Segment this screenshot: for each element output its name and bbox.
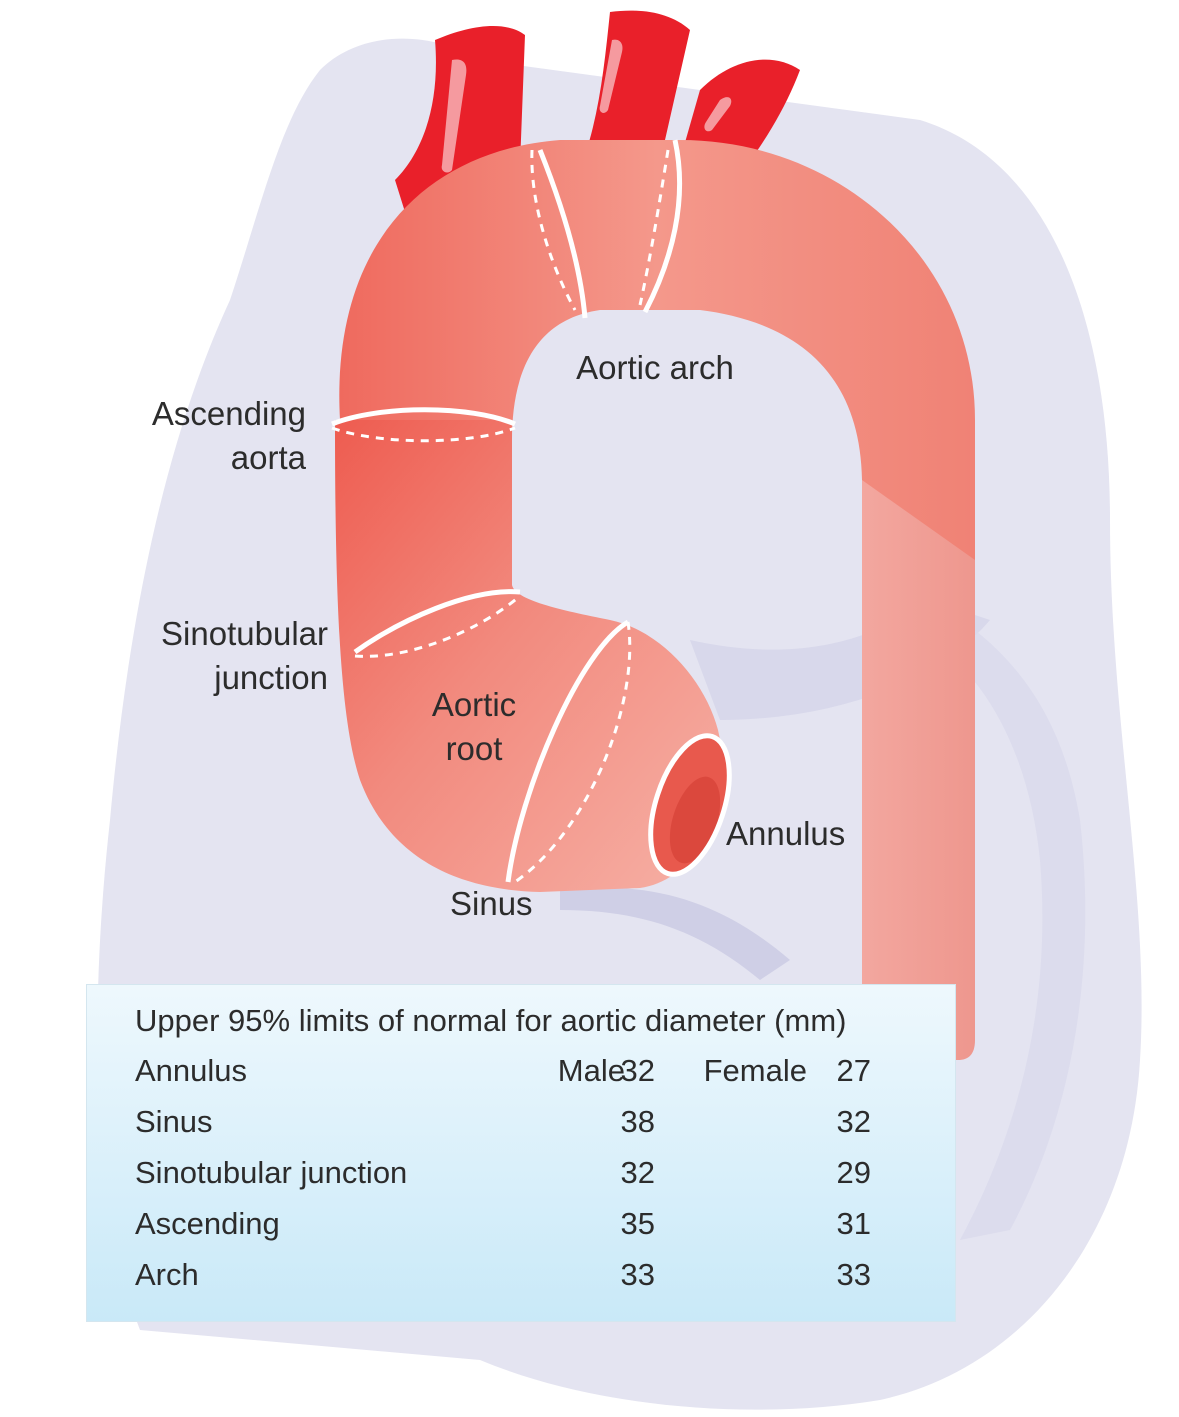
ascending-ring-front (331, 407, 516, 427)
ascending-ring-back (331, 426, 516, 443)
label-root-line1: Aortic (431, 686, 517, 723)
label-aortic-root: Aortic root (414, 683, 534, 771)
row-name: Sinotubular junction (135, 1155, 408, 1190)
normal-limits-table: Upper 95% limits of normal for aortic di… (86, 984, 956, 1322)
female-value: 33 (836, 1257, 871, 1292)
annulus-ring (648, 733, 732, 877)
vessel-highlight (704, 97, 732, 132)
row-name: Annulus (135, 1053, 248, 1088)
male-value: 32 (620, 1155, 655, 1190)
label-sinus: Sinus (450, 882, 533, 926)
male-value: 32 (620, 1053, 655, 1088)
label-annulus: Annulus (726, 812, 845, 856)
male-value: 33 (620, 1257, 655, 1292)
label-aortic-arch-text: Aortic arch (576, 349, 734, 386)
label-aortic-arch: Aortic arch (560, 346, 750, 390)
table-row: Sinus 38 32 (87, 1104, 955, 1148)
male-value: 38 (620, 1104, 655, 1139)
arch-boundary-2 (642, 139, 683, 314)
arch-boundary-1 (537, 149, 588, 319)
male-label: Male (557, 1053, 625, 1088)
female-value: 31 (836, 1206, 871, 1241)
sinus-ring-back (514, 621, 632, 884)
row-name: Arch (135, 1257, 199, 1292)
label-ascending-line2: aorta (230, 439, 306, 476)
table-row: Ascending 35 31 (87, 1206, 955, 1250)
descending-aorta (862, 420, 975, 1060)
row-name: Ascending (135, 1206, 280, 1241)
label-ascending-aorta: Ascending aorta (100, 392, 306, 480)
table-row: Arch 33 33 (87, 1257, 955, 1301)
arch-boundary-2-dashed (638, 149, 670, 306)
label-ascending-line1: Ascending (151, 395, 306, 432)
label-root-line2: root (445, 730, 503, 767)
arch-boundary-1-dashed (530, 149, 577, 311)
vessel-highlight (441, 59, 467, 173)
vessel-highlight (599, 39, 623, 113)
female-value: 32 (836, 1104, 871, 1139)
label-sinus-text: Sinus (450, 885, 533, 922)
ascending-aorta-body (335, 420, 723, 892)
label-sinotubular-junction: Sinotubular junction (100, 612, 328, 700)
table-row: Annulus Male 32 Female 27 (87, 1053, 955, 1097)
table-title: Upper 95% limits of normal for aortic di… (135, 1003, 847, 1038)
stj-ring-back (354, 594, 521, 658)
table-row: Sinotubular junction 32 29 (87, 1155, 955, 1199)
left-atrium-outline (930, 600, 1086, 1240)
row-name: Sinus (135, 1104, 213, 1139)
sinus-ring-front (505, 619, 630, 883)
lower-vessel (560, 887, 790, 980)
female-value: 29 (836, 1155, 871, 1190)
male-value: 35 (620, 1206, 655, 1241)
stj-ring-front (353, 589, 521, 655)
label-stj-line2: junction (214, 659, 328, 696)
female-value: 27 (836, 1053, 871, 1088)
label-stj-line1: Sinotubular (161, 615, 328, 652)
label-annulus-text: Annulus (726, 815, 846, 852)
boundary-lines (331, 139, 732, 884)
female-label: Female (703, 1053, 807, 1088)
annulus-inner (669, 776, 721, 864)
